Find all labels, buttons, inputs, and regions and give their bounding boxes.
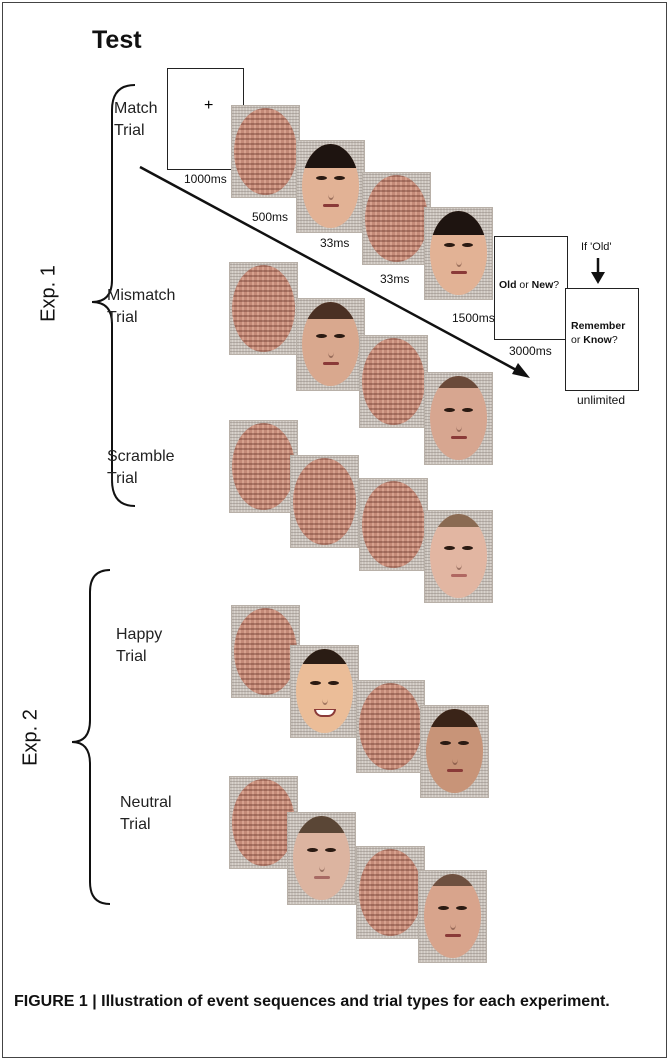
remember-know-prompt: Rememberor Know? <box>571 319 625 347</box>
exp1-label: Exp. 1 <box>38 259 61 329</box>
scramble-image <box>356 680 425 773</box>
face-image-happy <box>290 645 359 738</box>
timing-scramble-pre: 500ms <box>252 210 288 224</box>
scramble-image <box>359 478 428 571</box>
timing-face-2: 1500ms <box>452 311 495 325</box>
trial-label-happy: Happy Trial <box>116 624 162 668</box>
if-old-arrowhead <box>591 272 605 284</box>
scramble-image <box>229 262 298 355</box>
face-image-neutral-1 <box>287 812 356 905</box>
face-image-mismatch-1 <box>296 298 365 391</box>
trial-label-neutral: Neutral Trial <box>120 792 172 836</box>
remember-know-box: Rememberor Know? <box>565 288 639 391</box>
scramble-image <box>359 335 428 428</box>
face-image-match-2 <box>424 207 493 300</box>
scramble-image <box>362 172 431 265</box>
face-image-neutral-2 <box>418 870 487 963</box>
timing-scramble-mid: 33ms <box>380 272 409 286</box>
scramble-image <box>356 846 425 939</box>
timeline-arrowhead <box>512 363 530 378</box>
trial-label-scramble: Scramble Trial <box>107 446 175 490</box>
exp2-bracket <box>72 570 110 904</box>
face-image-happy-2 <box>420 705 489 798</box>
face-image-match-1 <box>296 140 365 233</box>
timing-fixation: 1000ms <box>184 172 227 186</box>
old-new-prompt: Old or New? <box>499 278 559 292</box>
timing-face-1: 33ms <box>320 236 349 250</box>
fixation-cross: + <box>204 97 213 115</box>
exp2-label: Exp. 2 <box>20 703 43 773</box>
scramble-image <box>229 420 298 513</box>
face-image-mismatch-2 <box>424 372 493 465</box>
timing-remember-know: unlimited <box>577 393 625 407</box>
trial-label-match: Match Trial <box>114 98 158 142</box>
figure-caption: FIGURE 1 | Illustration of event sequenc… <box>14 990 654 1013</box>
if-old-label: If 'Old' <box>581 241 612 253</box>
timing-old-new: 3000ms <box>509 344 552 358</box>
scramble-image <box>290 455 359 548</box>
face-image-scramble <box>424 510 493 603</box>
scramble-image <box>231 105 300 198</box>
trial-label-mismatch: Mismatch Trial <box>107 285 175 329</box>
old-new-box: Old or New? <box>494 236 568 340</box>
